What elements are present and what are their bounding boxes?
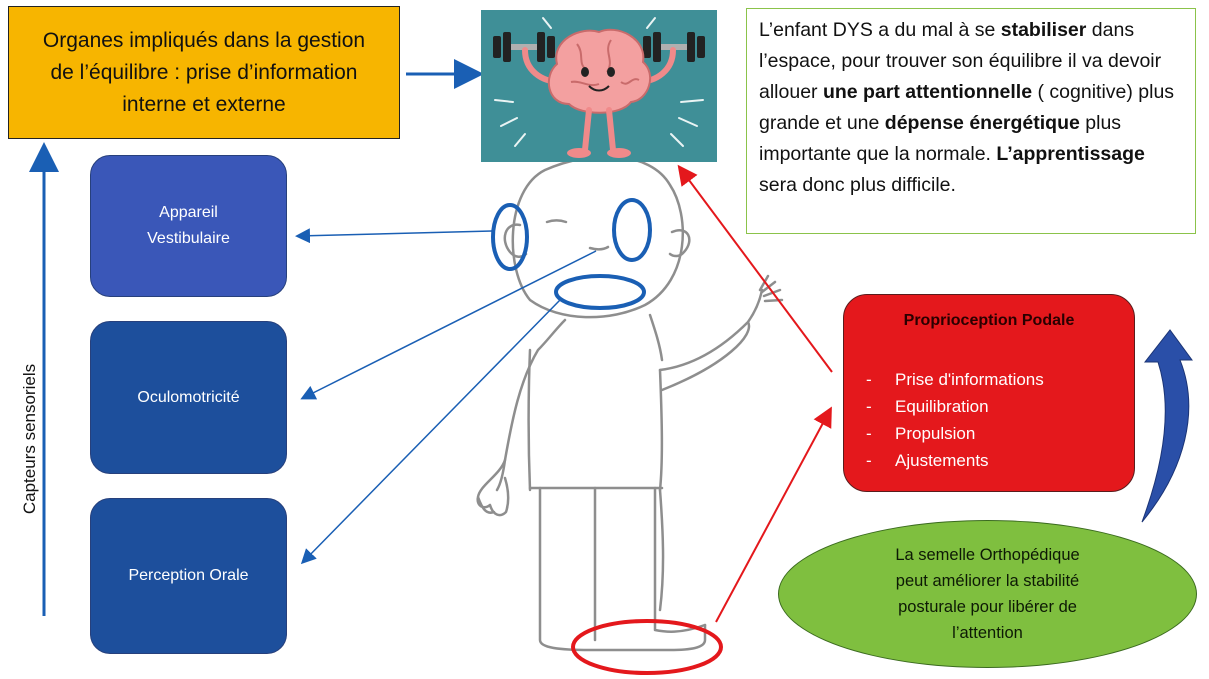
ellipse-line-2: peut améliorer la stabilité <box>895 572 1080 590</box>
ear-highlight <box>491 203 529 271</box>
explanation-text-1: L’enfant DYS a du mal à se <box>759 19 1001 41</box>
proprioception-list: - Prise d'informations - Equilibration - Pr… <box>866 366 1044 474</box>
ellipse-line-1: La semelle Orthopédique <box>895 546 1080 564</box>
list-item-label: Equilibration <box>895 397 989 416</box>
list-item: - Prise d'informations <box>866 366 1044 393</box>
list-item: - Equilibration <box>866 393 1044 420</box>
oral-perception-box: Perception Orale <box>90 498 287 654</box>
balance-organs-title-box: Organes impliqués dans la gestion de l’é… <box>8 6 400 139</box>
vestibular-label-line-2: Vestibulaire <box>147 230 230 247</box>
title-line-2: de l’équilibre : prise d’information <box>50 60 358 84</box>
list-item-label: Propulsion <box>895 424 976 443</box>
explanation-bold-3: dépense énergétique <box>884 112 1080 134</box>
proprioception-box: Proprioception Podale - Prise d'informati… <box>843 294 1135 492</box>
explanation-bold-1: stabiliser <box>1000 19 1087 41</box>
eye-to-oculo-arrow <box>300 250 597 400</box>
vestibular-box: Appareil Vestibulaire <box>90 155 287 297</box>
ellipse-line-3: posturale pour libérer de <box>898 598 1077 616</box>
list-dash: - <box>866 370 872 389</box>
explanation-text-4: plus importante que la normale. <box>759 112 1122 165</box>
list-dash: - <box>866 397 872 416</box>
title-line-3: interne et externe <box>122 92 286 116</box>
foot-to-proprio-arrow <box>715 406 832 623</box>
explanation-text-3: ( cognitive) plus grande et une <box>759 81 1175 134</box>
list-dash: - <box>866 424 872 443</box>
orthopedic-insole-ellipse: La semelle Orthopédique peut améliorer l… <box>778 520 1197 668</box>
list-item: - Propulsion <box>866 420 1044 447</box>
list-item-label: Prise d'informations <box>895 370 1044 389</box>
brain-with-dumbbells-icon <box>481 10 717 162</box>
mouth-to-oral-arrow <box>300 299 561 565</box>
sensory-captors-label: Capteurs sensoriels <box>20 363 39 515</box>
child-outline-figure <box>476 155 784 652</box>
mouth-highlight <box>554 274 646 310</box>
list-item-label: Ajustements <box>895 451 989 470</box>
explanation-bold-4: L’apprentissage <box>996 143 1145 165</box>
list-dash: - <box>866 451 872 470</box>
title-line-1: Organes impliqués dans la gestion <box>42 28 366 52</box>
list-item: - Ajustements <box>866 447 1044 474</box>
proprio-to-brain-arrow <box>677 164 833 373</box>
vestibular-label-line-1: Appareil <box>159 204 218 221</box>
explanation-text-panel: L’enfant DYS a du mal à se stabiliser da… <box>746 8 1196 234</box>
proprioception-title: Proprioception Podale <box>903 312 1075 329</box>
oral-perception-label: Perception Orale <box>128 567 249 584</box>
ellipse-line-4: l’attention <box>952 624 1023 642</box>
foot-highlight <box>571 619 723 675</box>
curved-arrow-icon <box>1141 329 1193 523</box>
explanation-text-5: sera donc plus difficile. <box>759 174 956 196</box>
explanation-bold-2: une part attentionnelle <box>822 81 1033 103</box>
oculomotricity-box: Oculomotricité <box>90 321 287 474</box>
ear-to-vestibular-arrow <box>295 228 493 244</box>
eye-highlight <box>612 198 652 262</box>
oculomotricity-label: Oculomotricité <box>137 388 240 406</box>
explanation-text-2: dans l’espace, pour trouver son équilibr… <box>759 19 1162 103</box>
